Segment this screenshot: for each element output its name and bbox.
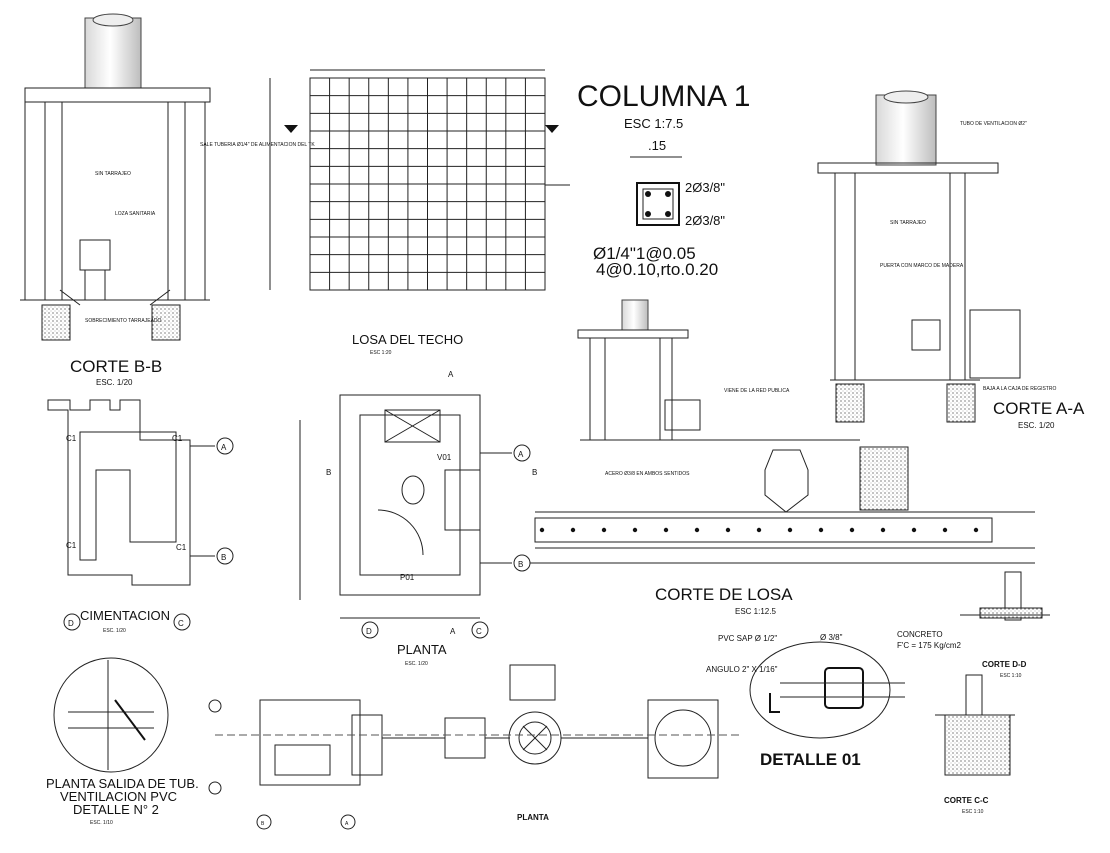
- concreto-label: CONCRETO: [897, 630, 943, 639]
- planta-section: A B D C A A B B P01 V01 PLANTA ESC. 1/20: [299, 370, 537, 667]
- stirrups-line2: 4@0.10,rto.0.20: [596, 260, 718, 279]
- toilet: [79, 239, 111, 271]
- losa-techo-section: LOSA DEL TECHO ESC 1:20: [269, 69, 570, 356]
- svg-text:B: B: [221, 553, 226, 562]
- axis-a-marker: [216, 437, 234, 455]
- note-viene-red: VIENE DE LA RED PUBLICA: [724, 388, 790, 394]
- svg-text:D: D: [68, 619, 74, 628]
- cimentacion-scale: ESC. 1/20: [103, 628, 126, 634]
- svg-text:A: A: [518, 450, 524, 459]
- septic-tank: [764, 449, 809, 513]
- svg-text:A: A: [450, 627, 456, 636]
- columna-scale: ESC 1:7.5: [624, 116, 683, 131]
- axis-b-marker: [216, 547, 234, 565]
- toilet-aa: [911, 319, 941, 351]
- c1-label-2: C1: [172, 434, 183, 443]
- svg-text:A: A: [448, 370, 454, 379]
- planta-scale: ESC. 1/20: [405, 661, 428, 667]
- planta-title: PLANTA: [397, 642, 447, 657]
- detalle-2-section: PLANTA SALIDA DE TUB. VENTILACION PVC DE…: [46, 657, 199, 826]
- svg-text:D: D: [366, 627, 372, 636]
- cimentacion-title: CIMENTACION: [80, 608, 170, 623]
- svg-text:B: B: [261, 821, 265, 827]
- bar-top-label: 2Ø3/8": [685, 180, 725, 195]
- columna-title: COLUMNA 1: [577, 80, 750, 113]
- cimentacion-section: C1 C1 C1 C1 A B D C CIMENTACION ESC. 1/2…: [47, 399, 234, 634]
- absorption-well: [654, 709, 712, 767]
- corte-bb-section: SIN TARRAJEO SALE TUBERIA Ø1/4" DE ALIME…: [20, 13, 315, 387]
- note-tubo-ventilacion: TUBO DE VENTILACION Ø2": [960, 121, 1027, 127]
- axis-a-planta: [513, 444, 531, 462]
- detalle2-line1: PLANTA SALIDA DE TUB.: [46, 776, 199, 791]
- percolation-pit: [859, 446, 909, 511]
- slab-rebar-dots: [539, 527, 979, 533]
- toilet-plan: [401, 475, 425, 505]
- water-tank-aa: [875, 94, 937, 166]
- planta-bottom-title: PLANTA: [517, 813, 549, 822]
- corte-cc-section: CORTE C-C ESC 1:10: [935, 674, 1015, 815]
- c1-label-1: C1: [66, 434, 77, 443]
- columna-section: COLUMNA 1 ESC 1:7.5 .15 2Ø3/8" 2Ø3/8" Ø1…: [577, 80, 750, 279]
- axis-c-planta: [471, 621, 489, 639]
- pvc-label: PVC SAP Ø 1/2": [718, 634, 777, 643]
- corte-aa-section: SIN TARRAJEO TUBO DE VENTILACION Ø2" PUE…: [817, 90, 1085, 430]
- section-small-tank: VIENE DE LA RED PUBLICA ACERO Ø3/8 EN AM…: [577, 299, 909, 513]
- note-sale-tuberia: SALE TUBERIA Ø1/4" DE ALIMENTACION DEL T…: [200, 142, 315, 148]
- corte-dd-scale: ESC 1:10: [1000, 673, 1022, 679]
- diam-label: Ø 3/8": [820, 633, 843, 642]
- v01-label: V01: [437, 453, 452, 462]
- note-baja-caja: BAJA A LA CAJA DE REGISTRO: [983, 386, 1056, 392]
- axis-c-marker: [173, 613, 191, 631]
- note-loza-sanitaria: LOZA SANITARIA: [115, 211, 156, 217]
- c1-label-4: C1: [176, 543, 187, 552]
- axis-d-planta: [361, 621, 379, 639]
- svg-text:C: C: [178, 619, 184, 628]
- axis-d-marker: [63, 613, 81, 631]
- corte-losa-section: CORTE DE LOSA ESC 1:12.5: [530, 511, 1035, 616]
- corte-bb-scale: ESC. 1/20: [96, 378, 133, 387]
- svg-text:B: B: [532, 468, 537, 477]
- bar-bottom-label: 2Ø3/8": [685, 213, 725, 228]
- svg-text:B: B: [518, 560, 523, 569]
- losa-techo-title: LOSA DEL TECHO: [352, 332, 463, 347]
- corte-aa-scale: ESC. 1/20: [1018, 421, 1055, 430]
- c1-label-3: C1: [66, 541, 77, 550]
- corte-dd-section: CORTE D-D ESC 1:10: [960, 571, 1050, 679]
- fc-label: F'C = 175 Kg/cm2: [897, 641, 962, 650]
- corte-dd-title: CORTE D-D: [982, 660, 1027, 669]
- detalle-01-section: PVC SAP Ø 1/2" Ø 3/8" CONCRETO F'C = 175…: [706, 630, 962, 769]
- svg-text:C: C: [476, 627, 482, 636]
- p01-label: P01: [400, 573, 415, 582]
- corte-losa-scale: ESC 1:12.5: [735, 607, 776, 616]
- stirrups-line1: Ø1/4"1@0.05: [593, 244, 696, 263]
- losa-techo-scale: ESC 1:20: [370, 350, 392, 356]
- svg-text:A: A: [345, 821, 349, 827]
- columna-dim: .15: [648, 138, 666, 153]
- column-section-box: [636, 182, 680, 226]
- detalle01-title: DETALLE 01: [760, 750, 861, 769]
- svg-text:A: A: [221, 443, 227, 452]
- slab-grid: [310, 78, 545, 290]
- detalle2-scale: ESC. 1/10: [90, 820, 113, 826]
- note-sin-tarrajeo-aa: SIN TARRAJEO: [890, 220, 926, 226]
- note-puerta: PUERTA CON MARCO DE MADERA: [880, 263, 964, 269]
- detalle2-line2: VENTILACION PVC: [60, 789, 177, 804]
- corte-cc-title: CORTE C-C: [944, 796, 989, 805]
- water-tank: [84, 17, 142, 89]
- level-markers: [284, 125, 559, 133]
- corte-losa-title: CORTE DE LOSA: [655, 585, 793, 604]
- side-wall: [969, 309, 1021, 379]
- corte-cc-scale: ESC 1:10: [962, 809, 984, 815]
- angulo-label: ANGULO 2" X 1/16": [706, 665, 778, 674]
- svg-text:B: B: [326, 468, 331, 477]
- note-sobrecimiento: SOBRECIMIENTO TARRAJEADO: [85, 318, 162, 324]
- corte-aa-title: CORTE A-A: [993, 399, 1085, 418]
- note-sin-tarrajeo: SIN TARRAJEO: [95, 171, 131, 177]
- planta-bottom-section: B A PLANTA: [208, 664, 740, 830]
- detalle2-line3: DETALLE N° 2: [73, 802, 159, 817]
- corte-bb-title: CORTE B-B: [70, 357, 162, 376]
- note-acero: ACERO Ø3/8 EN AMBOS SENTIDOS: [605, 471, 690, 477]
